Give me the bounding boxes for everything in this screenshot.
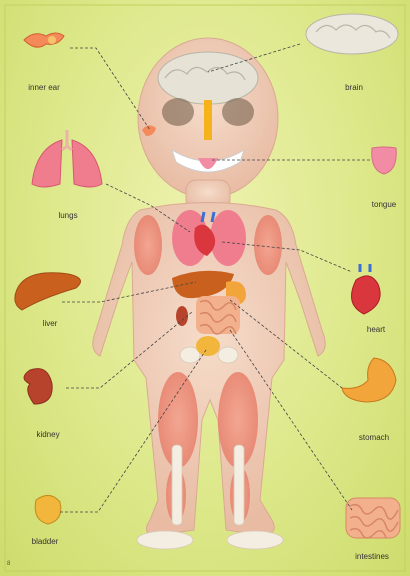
label-lungs: lungs bbox=[58, 211, 77, 220]
kidney-icon bbox=[24, 369, 52, 404]
label-inner-ear: inner ear bbox=[28, 83, 60, 92]
label-tongue: tongue bbox=[372, 200, 396, 209]
intestines-icon bbox=[346, 498, 400, 538]
inner-ear-icon bbox=[24, 33, 64, 47]
label-bladder: bladder bbox=[32, 537, 59, 546]
bladder-icon bbox=[35, 495, 61, 524]
label-heart: heart bbox=[367, 325, 385, 334]
label-stomach: stomach bbox=[359, 433, 389, 442]
heart-icon bbox=[352, 264, 381, 314]
page-number: 8 bbox=[7, 561, 10, 567]
tongue-icon bbox=[372, 147, 397, 174]
stomach-icon bbox=[342, 358, 396, 402]
label-brain: brain bbox=[345, 83, 363, 92]
brain-icon bbox=[306, 14, 398, 54]
liver-icon bbox=[15, 273, 81, 310]
lungs-icon bbox=[32, 130, 102, 187]
label-liver: liver bbox=[43, 319, 58, 328]
label-kidney: kidney bbox=[36, 430, 59, 439]
label-intestines: intestines bbox=[355, 552, 389, 561]
